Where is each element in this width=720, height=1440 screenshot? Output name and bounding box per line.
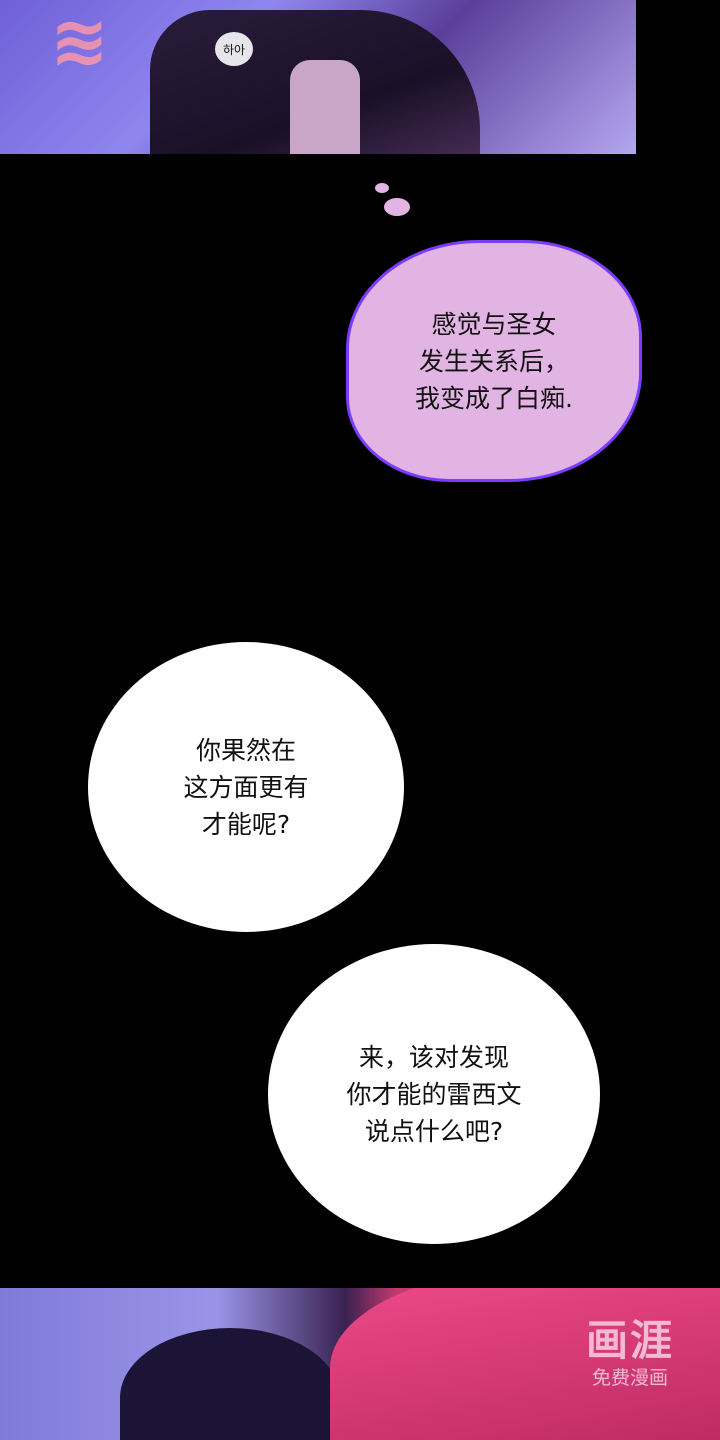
- watermark-logo: 画涯 免费漫画: [570, 1318, 690, 1392]
- thought-text: 感觉与圣女 发生关系后， 我变成了白痴.: [415, 309, 573, 413]
- character-red-hair: [330, 1288, 720, 1440]
- sfx-circle: 하아: [215, 32, 253, 66]
- speech-text-2: 来，该对发现 你才能的雷西文 说点什么吧?: [346, 1042, 522, 1146]
- top-comic-panel: ≋ 하아: [0, 0, 636, 154]
- speech-bubble-2: 来，该对发现 你才能的雷西文 说点什么吧?: [268, 944, 600, 1244]
- watermark-brand: 画涯: [585, 1316, 674, 1365]
- watermark-tagline: 免费漫画: [591, 1367, 668, 1389]
- speech-bubble-1: 你果然在 这方面更有 才能呢?: [88, 642, 404, 932]
- speech-text-1: 你果然在 这方面更有 才能呢?: [183, 735, 309, 839]
- character-neck: [290, 60, 360, 154]
- sound-effect-art: ≋: [50, 0, 109, 82]
- thought-dot-small: [375, 183, 389, 193]
- bottom-comic-panel: [0, 1288, 720, 1440]
- thought-dot-large: [384, 198, 410, 216]
- thought-bubble: 感觉与圣女 发生关系后， 我变成了白痴.: [346, 240, 642, 482]
- character-dark-hair: [120, 1328, 340, 1440]
